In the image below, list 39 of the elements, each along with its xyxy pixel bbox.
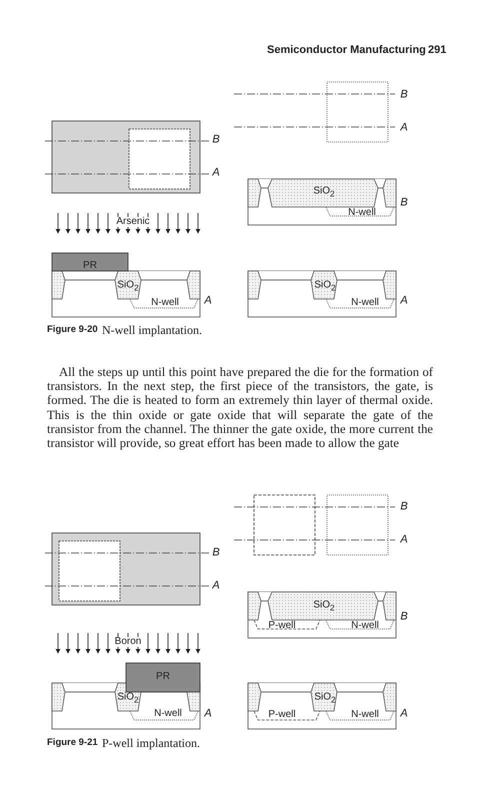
section-label: B xyxy=(400,90,408,100)
section-label: A xyxy=(400,534,408,546)
section-label: B xyxy=(400,198,408,208)
layer-label: SiO$_{2}$ xyxy=(313,600,335,612)
section-label: B xyxy=(400,502,408,512)
figure-number: Figure 9-21 xyxy=(47,738,98,748)
layer-label: N-well xyxy=(151,298,179,308)
layer-label: SiO$_{2}$ xyxy=(314,692,336,704)
figure-number: Figure 9-20 xyxy=(47,325,98,334)
layer-label: N-well xyxy=(351,621,379,631)
layer-label: PR xyxy=(156,672,170,682)
species-label: Arsenic xyxy=(115,217,151,227)
body-paragraph: All the steps up until this point have prepared the die for the formation of transistors. In the next step, the first piece of the transistors, the gate, is formed. The die is heated to form an extremely thin layer of thermal oxide. This is the thin oxide or gate oxide that will separate the gate of the transistor from the channel. The thinner the gate oxide, the more current the transistor will provide, so great effort has been made to allow the gate xyxy=(47,365,433,450)
layer-label: SiO$_{2}$ xyxy=(117,692,139,704)
figure-caption: P-well implantation. xyxy=(102,737,200,749)
running-head: Semiconductor Manufacturing xyxy=(267,45,426,56)
section-label: A xyxy=(212,580,220,592)
layer-label: N-well xyxy=(351,710,379,720)
section-label: A xyxy=(212,168,220,178)
layer-label: SiO$_{2}$ xyxy=(314,280,336,292)
layer-label: N-well xyxy=(348,208,376,218)
layer-label: P-well xyxy=(268,710,296,720)
layer-label: SiO$_{2}$ xyxy=(313,186,335,198)
section-label: B xyxy=(212,134,220,146)
layer-label: PR xyxy=(83,261,97,271)
layer-label: N-well xyxy=(154,709,182,719)
page-number: 291 xyxy=(428,45,446,56)
section-label: A xyxy=(204,296,212,306)
species-label: Boron xyxy=(114,637,142,647)
figure-caption: N-well implantation. xyxy=(102,324,202,336)
section-label: B xyxy=(400,612,408,622)
section-label: B xyxy=(212,548,220,558)
section-label: A xyxy=(400,122,408,134)
layer-label: P-well xyxy=(268,621,296,631)
section-label: A xyxy=(400,708,408,720)
layer-label: SiO$_{2}$ xyxy=(117,280,139,292)
section-label: A xyxy=(204,708,212,720)
layer-label: N-well xyxy=(351,298,379,308)
section-label: A xyxy=(400,296,408,306)
